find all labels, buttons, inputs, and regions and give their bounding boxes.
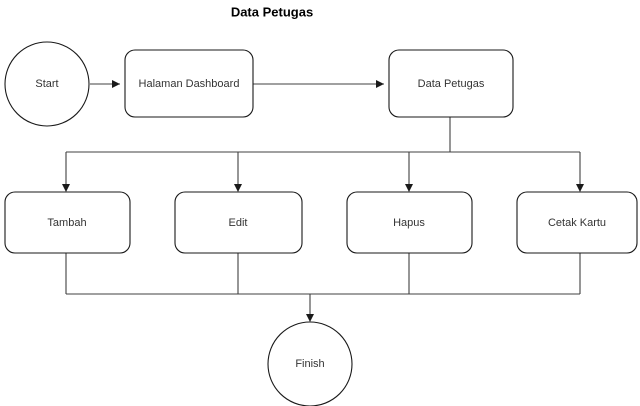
start-label: Start: [35, 78, 58, 90]
node-finish[interactable]: Finish: [267, 321, 353, 406]
hapus-box: [346, 191, 473, 254]
halaman-dashboard-box: [124, 49, 254, 118]
finish-label: Finish: [295, 358, 324, 370]
cetak-kartu-label: Cetak Kartu: [548, 217, 606, 229]
node-hapus[interactable]: Hapus: [346, 191, 473, 254]
tambah-box: [4, 191, 131, 254]
start-circle: [4, 41, 90, 127]
node-halaman-dashboard[interactable]: Halaman Dashboard: [124, 49, 254, 118]
cetak-kartu-box: [516, 191, 638, 254]
arrowhead-finish: [306, 314, 314, 322]
arrowhead-cetak-kartu: [576, 184, 584, 192]
tambah-label: Tambah: [47, 217, 86, 229]
edit-label: Edit: [229, 217, 248, 229]
arrowhead-dashboard: [112, 80, 120, 88]
halaman-dashboard-label: Halaman Dashboard: [139, 78, 240, 90]
node-start[interactable]: Start: [4, 41, 90, 127]
page-title: Data Petugas: [231, 4, 313, 19]
node-data-petugas[interactable]: Data Petugas: [388, 49, 514, 118]
node-edit[interactable]: Edit: [174, 191, 303, 254]
node-layer: Start Halaman Dashboard Data Petugas Tam…: [4, 41, 638, 406]
edit-box: [174, 191, 303, 254]
arrowhead-hapus: [405, 184, 413, 192]
data-petugas-box: [388, 49, 514, 118]
hapus-label: Hapus: [393, 217, 425, 229]
arrowhead-data-petugas: [376, 80, 384, 88]
data-petugas-label: Data Petugas: [418, 78, 485, 90]
finish-circle: [267, 321, 353, 406]
arrowhead-edit: [234, 184, 242, 192]
node-tambah[interactable]: Tambah: [4, 191, 131, 254]
arrowhead-tambah: [62, 184, 70, 192]
node-cetak-kartu[interactable]: Cetak Kartu: [516, 191, 638, 254]
connector-layer: [62, 80, 584, 322]
